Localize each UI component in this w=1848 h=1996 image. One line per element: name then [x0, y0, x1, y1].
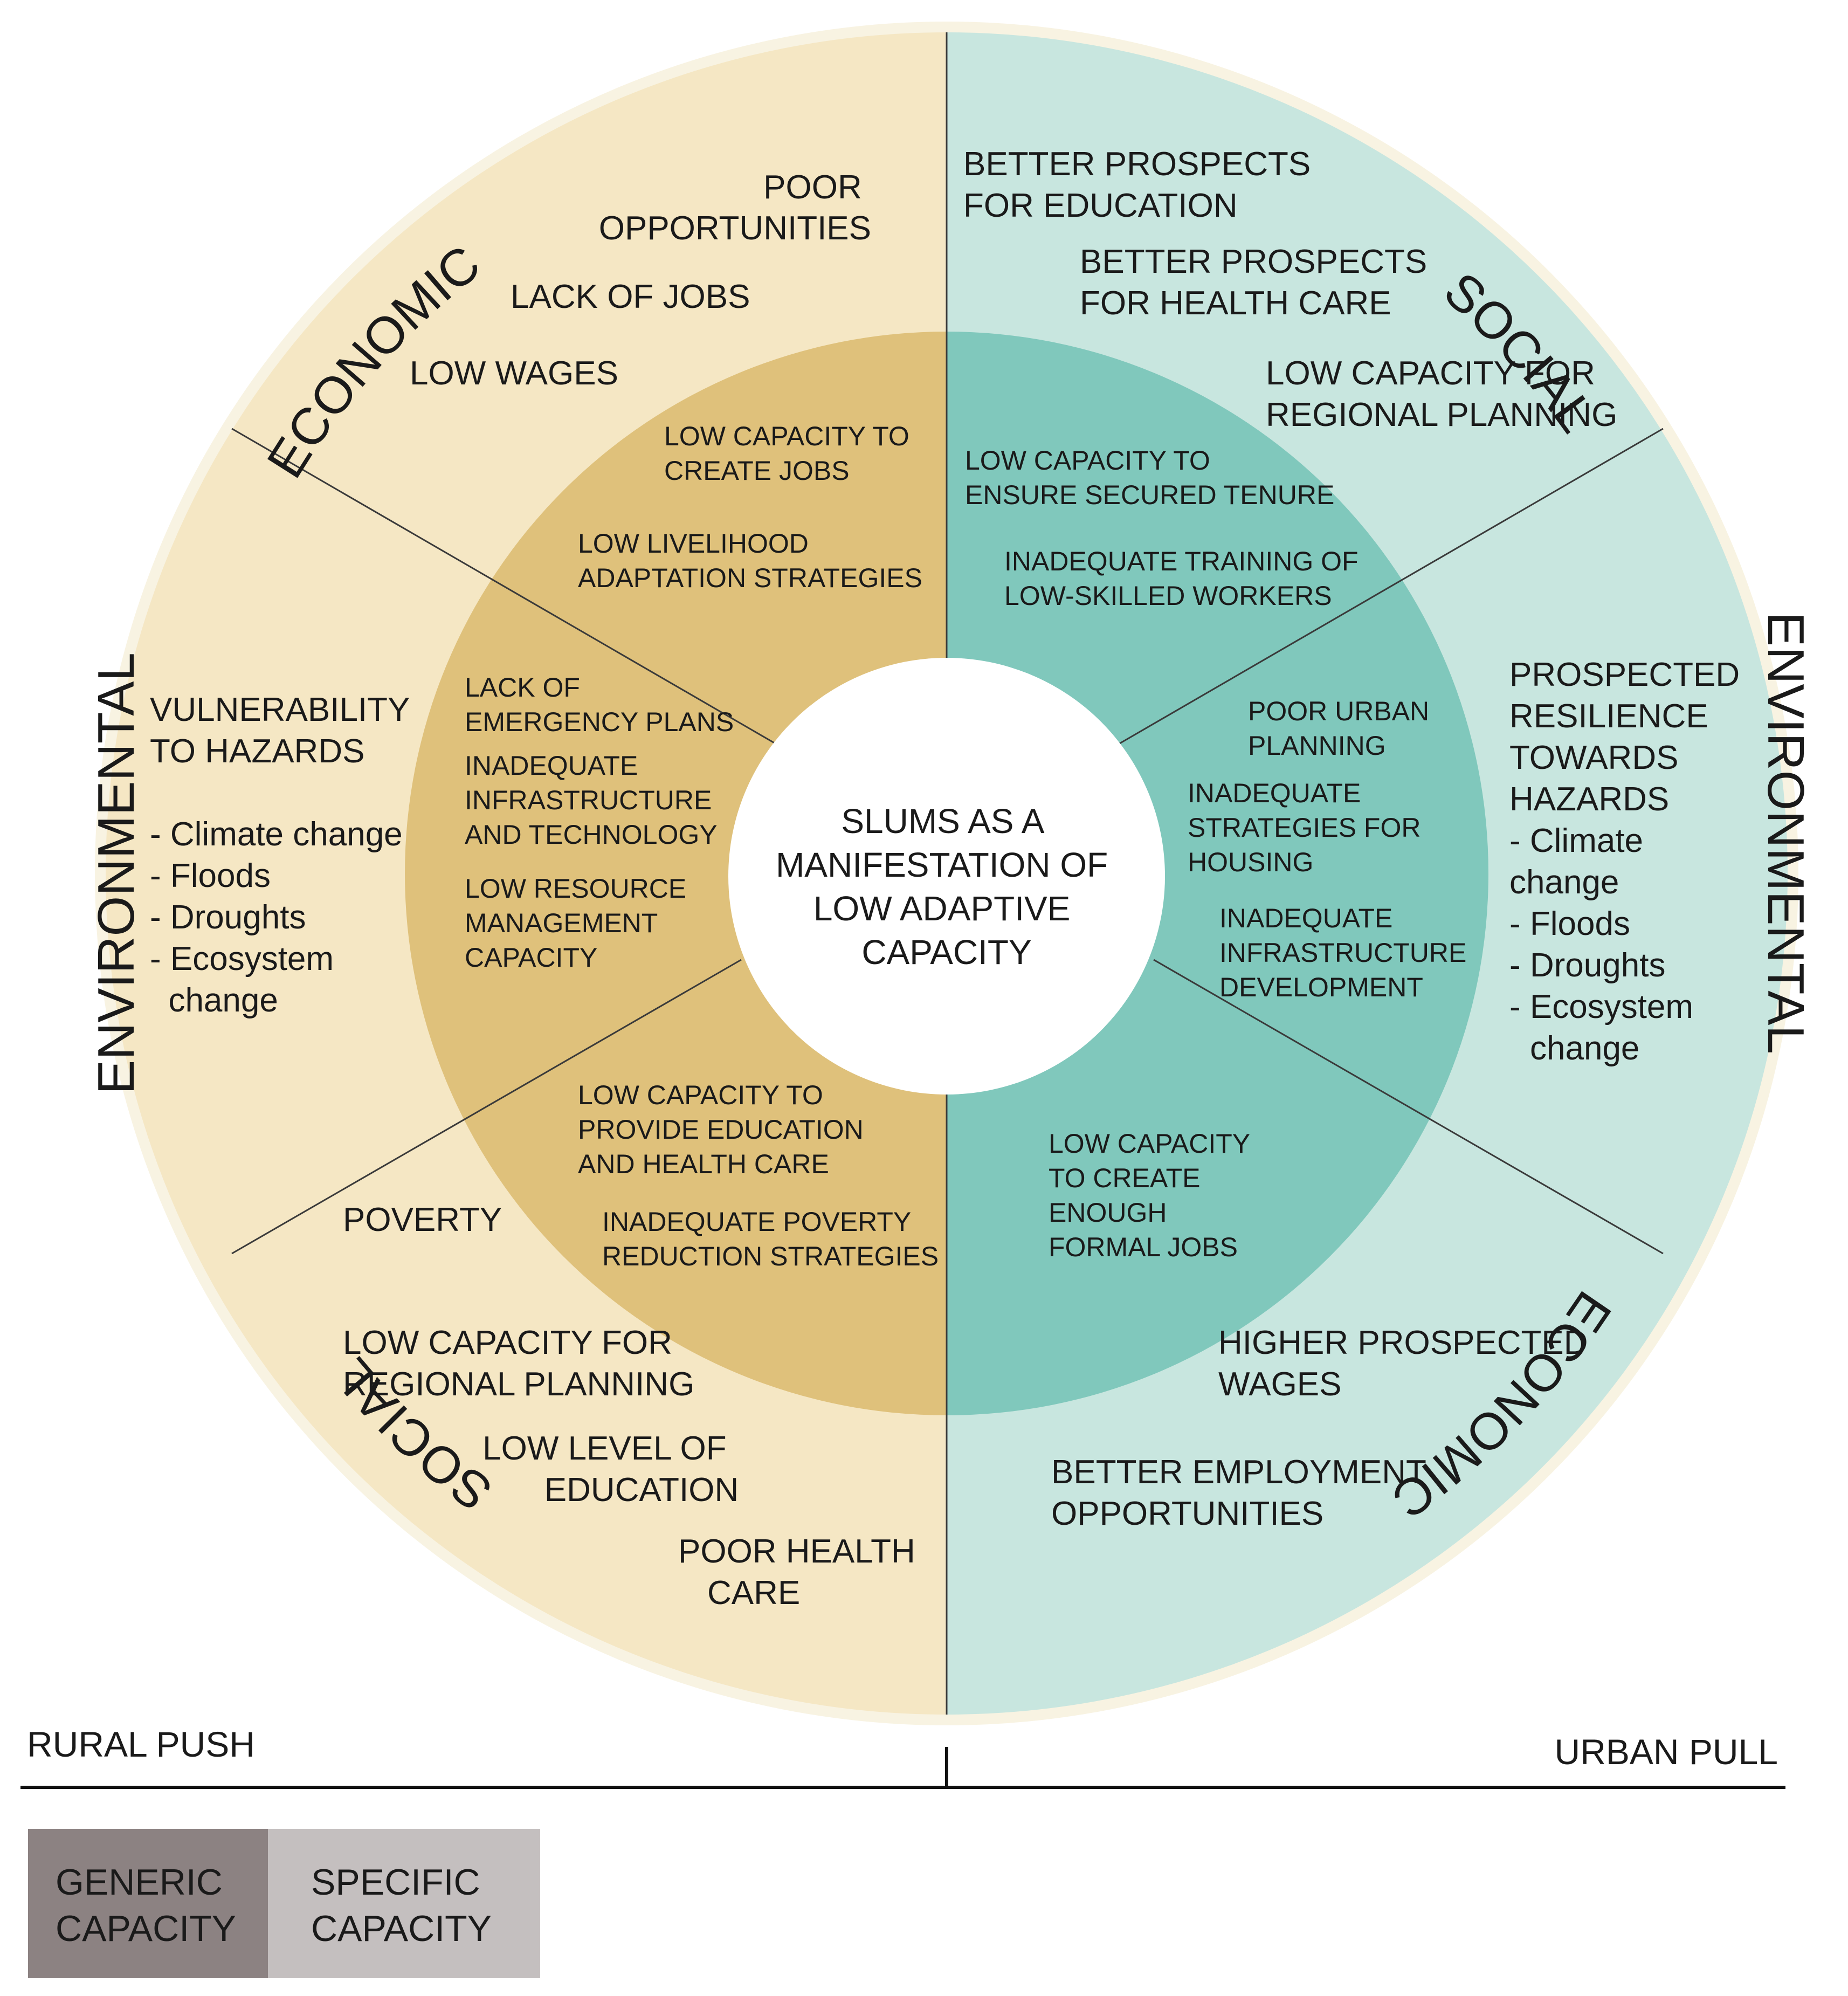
rural-low-education: LOW LEVEL OF EDUCATION	[482, 1430, 739, 1509]
center-line: CAPACITY	[861, 933, 1031, 972]
center-title: SLUMS AS A MANIFESTATION OF LOW ADAPTIVE…	[776, 802, 1118, 972]
urban-formal-jobs: LOW CAPACITY TO CREATE ENOUGH FORMAL JOB…	[1049, 1128, 1257, 1262]
urban-inner-ring	[947, 332, 1488, 1415]
sector-label-environmental-rural: ENVIRONMENTAL	[87, 652, 145, 1095]
rural-livelihood: LOW LIVELIHOOD ADAPTATION STRATEGIES	[578, 528, 922, 593]
urban-housing: INADEQUATE STRATEGIES FOR HOUSING	[1188, 778, 1428, 877]
center-circle	[728, 658, 1165, 1095]
urban-higher-wages: HIGHER PROSPECTED WAGES	[1218, 1324, 1597, 1403]
rural-push-label: RURAL PUSH	[27, 1724, 255, 1764]
rural-lack-of-jobs: LACK OF JOBS	[511, 278, 750, 315]
urban-employment: BETTER EMPLOYMENT OPPORTUNITIES	[1051, 1454, 1435, 1532]
center-line: SLUMS AS A	[841, 802, 1044, 841]
push-pull-axis: RURAL PUSH URBAN PULL	[20, 1724, 1785, 1789]
rural-poverty-reduction: INADEQUATE POVERTY REDUCTION STRATEGIES	[602, 1207, 939, 1271]
rural-poor-health-care: POOR HEALTH CARE	[678, 1533, 925, 1612]
sector-label-environmental-urban: ENVIRONMENTAL	[1757, 612, 1815, 1054]
rural-inner-ring	[405, 332, 947, 1415]
rural-vulnerability-to-hazards: VULNERABILITY TO HAZARDS - Climate chang…	[0, 0, 456, 1019]
rural-infrastructure: INADEQUATE INFRASTRUCTURE AND TECHNOLOGY	[465, 751, 719, 850]
urban-poor-planning: POOR URBAN PLANNING	[1248, 696, 1437, 761]
urban-health-prospects: BETTER PROSPECTS FOR HEALTH CARE	[1080, 243, 1436, 322]
center-line: MANIFESTATION OF	[776, 845, 1108, 884]
urban-pull-label: URBAN PULL	[1555, 1732, 1778, 1772]
generic-capacity-swatch	[28, 1829, 268, 1978]
urban-infra-development: INADEQUATE INFRASTRUCTURE DEVELOPMENT	[1219, 903, 1474, 1002]
specific-capacity-swatch	[268, 1829, 540, 1978]
rural-emergency-plans: LACK OF EMERGENCY PLANS	[465, 672, 734, 737]
rural-half	[106, 32, 947, 1715]
divider-lower-right	[1153, 959, 1664, 1255]
urban-secured-tenure: LOW CAPACITY TO ENSURE SECURED TENURE	[965, 445, 1334, 510]
generic-capacity-label: GENERIC CAPACITY	[56, 1862, 236, 1949]
divider-upper-right	[1118, 428, 1664, 745]
urban-training: INADEQUATE TRAINING OF LOW-SKILLED WORKE…	[1004, 546, 1366, 611]
rural-poor-opportunities: POOR OPPORTUNITIES	[599, 169, 871, 247]
rural-resource-management: LOW RESOURCE MANAGEMENT CAPACITY	[465, 873, 694, 973]
capacity-legend: GENERIC CAPACITY SPECIFIC CAPACITY	[28, 1829, 540, 1978]
rural-create-jobs: LOW CAPACITY TO CREATE JOBS	[664, 421, 917, 486]
rural-low-wages: LOW WAGES	[410, 355, 618, 392]
urban-half	[947, 32, 1788, 1715]
rural-poverty: POVERTY	[343, 1201, 502, 1238]
rural-regional-planning: LOW CAPACITY FOR REGIONAL PLANNING	[343, 1324, 694, 1403]
specific-capacity-label: SPECIFIC CAPACITY	[311, 1862, 492, 1949]
urban-resilience: PROSPECTED RESILIENCE TOWARDS HAZARDS - …	[1509, 656, 1749, 1067]
urban-education-prospects: BETTER PROSPECTS FOR EDUCATION	[963, 146, 1320, 224]
divider-lower-left	[231, 959, 742, 1255]
center-line: LOW ADAPTIVE	[813, 889, 1071, 928]
divider-upper-left	[231, 428, 777, 745]
urban-regional-planning: LOW CAPACITY FOR REGIONAL PLANNING	[1266, 355, 1617, 433]
rural-education-health: LOW CAPACITY TO PROVIDE EDUCATION AND HE…	[578, 1080, 871, 1179]
